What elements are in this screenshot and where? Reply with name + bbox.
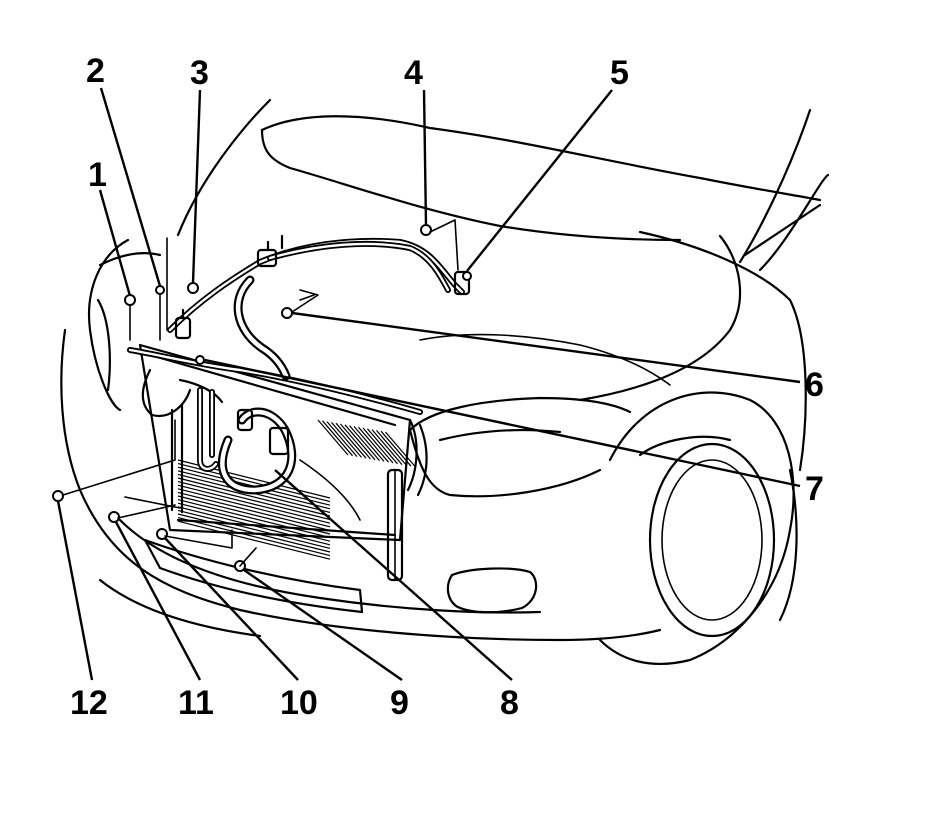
- leader-12: [56, 500, 94, 681]
- callout-8: 8: [500, 684, 519, 722]
- fasteners: [52, 219, 472, 572]
- leader-9: [243, 569, 403, 681]
- callout-10: 10: [280, 684, 318, 722]
- callout-1: 1: [88, 156, 107, 194]
- leader-7: [204, 358, 801, 488]
- bolt-7: [195, 355, 205, 365]
- vehicle-body: [60, 98, 830, 666]
- leader-2: [99, 87, 162, 287]
- leader-4: [422, 89, 428, 226]
- leader-3: [191, 89, 202, 284]
- leader-8: [274, 469, 513, 681]
- callout-5: 5: [610, 54, 629, 92]
- leader-6: [291, 311, 801, 384]
- callout-2: 2: [86, 52, 105, 90]
- refrigerant-lines: [167, 234, 471, 495]
- leader-lines: [56, 87, 801, 681]
- bolt-5: [462, 271, 472, 281]
- callout-4: 4: [404, 54, 423, 92]
- leader-11: [114, 521, 202, 681]
- callout-11: 11: [178, 684, 214, 722]
- bolt-4: [420, 224, 432, 236]
- callout-labels: 1 2 3 4 5 6 7 8 9 10 11 12: [70, 52, 824, 722]
- callout-9: 9: [390, 684, 409, 722]
- condenser: [138, 343, 416, 582]
- bolt-3: [187, 282, 199, 294]
- callout-3: 3: [190, 54, 209, 92]
- bolt-2: [155, 285, 165, 295]
- leader-5: [466, 89, 613, 272]
- bolt-12: [52, 490, 64, 502]
- callout-6: 6: [805, 366, 824, 404]
- radiator-support: [127, 347, 428, 514]
- leader-1: [98, 189, 132, 297]
- callout-7: 7: [805, 470, 824, 508]
- bolt-10: [156, 528, 168, 540]
- callout-12: 12: [70, 684, 108, 722]
- bolt-11: [108, 511, 120, 523]
- leader-10: [164, 537, 299, 681]
- bolt-1: [124, 294, 136, 306]
- bolt-6: [281, 307, 293, 319]
